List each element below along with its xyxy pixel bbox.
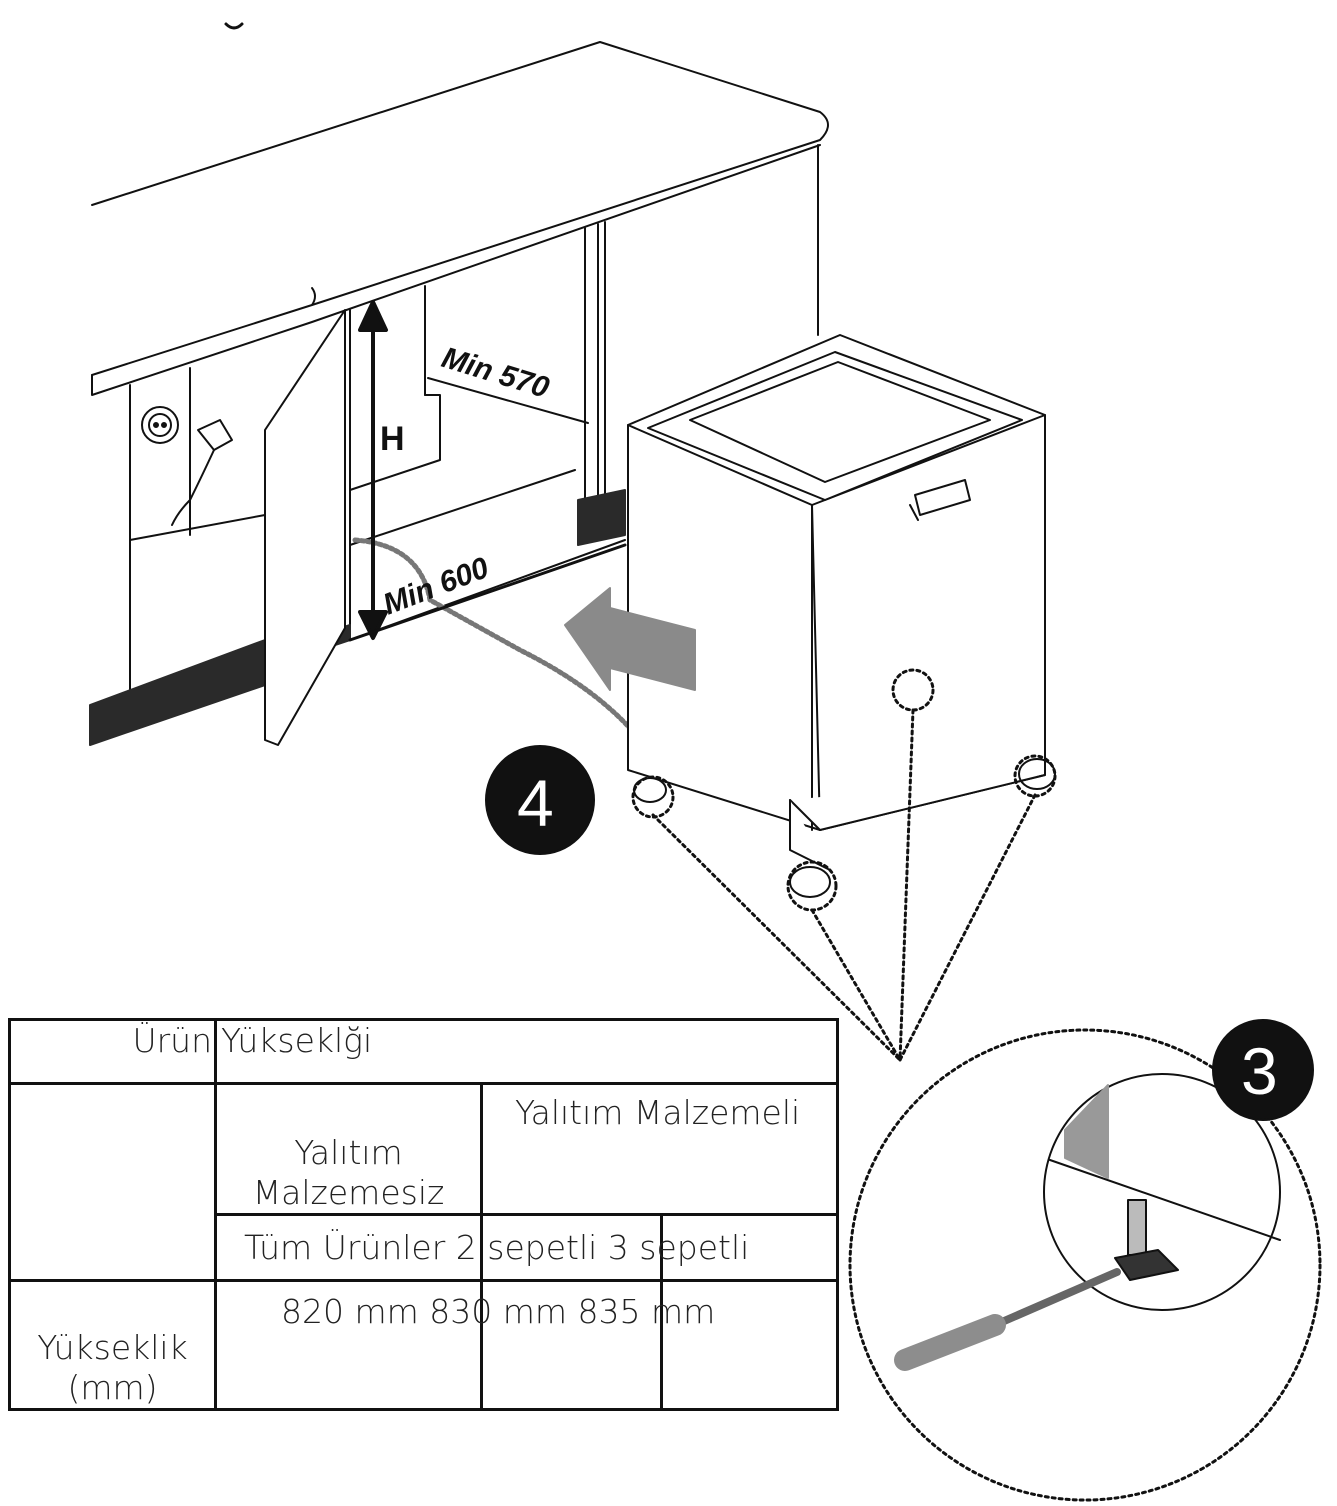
height-table: Ürün Yükseklği Yalıtım Malzemesiz Yalıtı… xyxy=(8,1018,839,1411)
header-title-text: Yükseklği xyxy=(221,1021,373,1060)
table-with-insulation: Yalıtım Malzemeli xyxy=(480,1082,839,1216)
table-subrow-cell-2 xyxy=(480,1213,663,1282)
step-4-number: 4 xyxy=(517,766,554,840)
table-values-cell-2 xyxy=(480,1279,663,1411)
countertop xyxy=(91,41,829,396)
table-subrow-cell-3 xyxy=(660,1213,839,1282)
table-row-label: Yükseklik (mm) xyxy=(8,1279,217,1411)
width-dimension-line xyxy=(348,543,627,642)
table-header-left: Ürün xyxy=(8,1018,217,1085)
table-values-cell-3 xyxy=(660,1279,839,1411)
insert-arrow xyxy=(564,587,696,691)
header-left-text: Ürün xyxy=(132,1021,212,1060)
dishwasher xyxy=(627,334,1046,871)
socket-icon xyxy=(141,406,179,444)
min-depth-label: Min 570 xyxy=(438,341,553,405)
step-3-number: 3 xyxy=(1241,1034,1278,1108)
table-header-title: Yükseklği xyxy=(214,1018,839,1085)
subrow-text: Tüm Ürünler 2 sepetli 3 sepetli xyxy=(244,1228,750,1267)
plug-icon xyxy=(171,419,233,526)
step-4-badge xyxy=(485,745,595,855)
detail-view xyxy=(894,1073,1281,1371)
table-subrow-cell: Tüm Ürünler 2 sepetli 3 sepetli xyxy=(214,1213,749,1282)
hose xyxy=(352,537,648,773)
step-3-badge xyxy=(1212,1019,1314,1121)
callout-lines xyxy=(631,668,1322,1502)
table-no-insulation: Yalıtım Malzemesiz xyxy=(214,1082,483,1216)
height-label: H xyxy=(380,420,405,458)
with-insulation-text: Yalıtım Malzemeli xyxy=(515,1093,801,1132)
depth-dimension-line xyxy=(427,377,589,424)
plinth xyxy=(89,489,626,746)
top-mark xyxy=(224,22,244,30)
table-values-cell: 820 mm 830 mm 835 mm xyxy=(214,1279,715,1411)
no-insulation-text: Yalıtım Malzemesiz xyxy=(252,1133,445,1212)
height-dimension-arrow xyxy=(358,300,388,640)
cabinet-door xyxy=(264,309,346,746)
row-label-text: Yükseklik (mm) xyxy=(37,1328,188,1407)
table-empty-cell xyxy=(8,1082,217,1282)
cabinet xyxy=(129,144,819,691)
values-text: 820 mm 830 mm 835 mm xyxy=(281,1292,716,1331)
